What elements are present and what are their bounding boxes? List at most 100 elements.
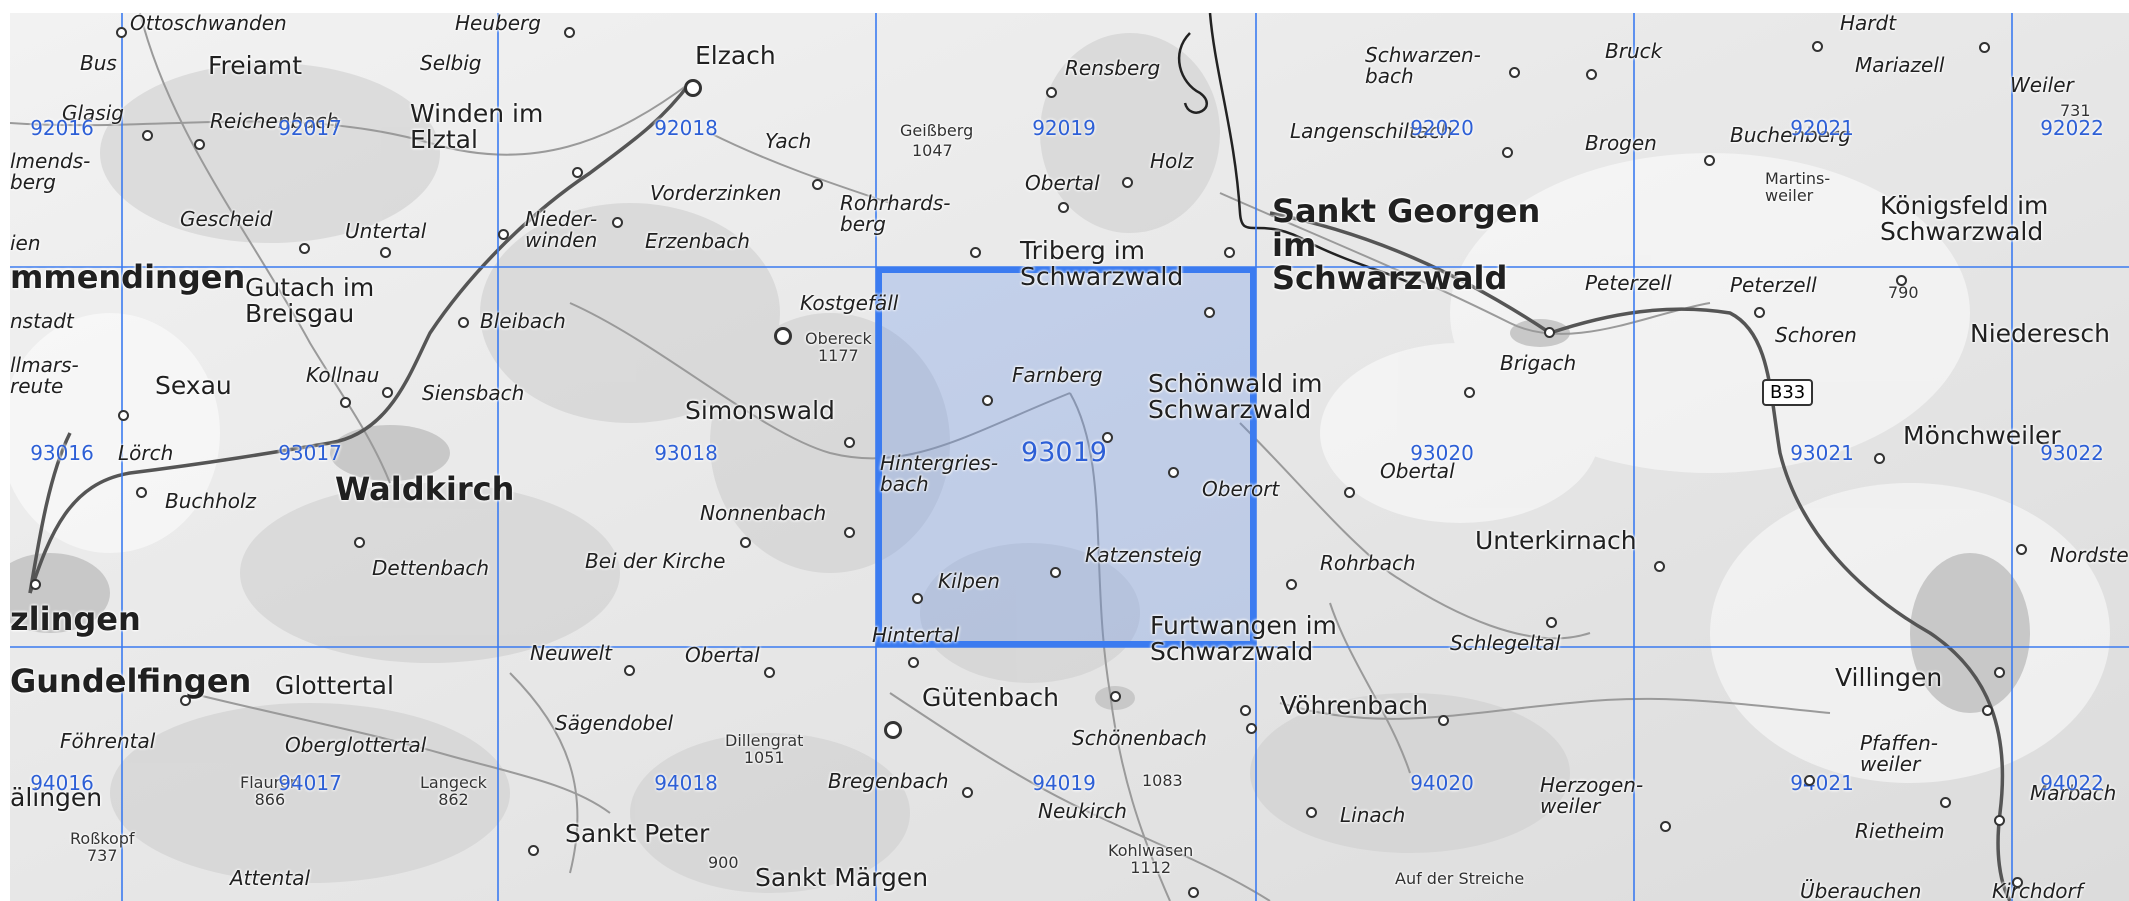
place-marker [142,130,153,141]
grid-cell-label-94022[interactable]: 94022 [2040,771,2104,795]
place-label-saegendobel: Sägendobel [555,711,674,735]
grid-cell-label-92016[interactable]: 92016 [30,116,94,140]
place-label-elev731: 731 [2060,101,2091,120]
place-label-foehrental: Föhrental [60,729,156,753]
place-marker [844,527,855,538]
place-marker [1306,807,1317,818]
place-marker [1874,453,1885,464]
grid-cell-label-92022[interactable]: 92022 [2040,116,2104,140]
place-marker [962,787,973,798]
place-label-pfaffenweiler: Pfaffen- weiler [1860,731,1938,776]
place-label-linach: Linach [1340,803,1406,827]
place-label-oberglottertal: Oberglottertal [285,733,427,757]
place-label-kilpen: Kilpen [938,569,1000,593]
place-marker [299,243,310,254]
place-marker [382,387,393,398]
place-label-heuberg: Heuberg [455,13,541,35]
place-label-glasig: Glasig [62,101,124,125]
place-marker [1168,467,1179,478]
grid-cell-label-93020[interactable]: 93020 [1410,441,1474,465]
place-label-neukirch: Neukirch [1038,799,1127,823]
place-label-winden: Winden im Elztal [410,99,544,155]
place-label-marbach: Marbach [2030,781,2117,805]
place-marker [1654,561,1665,572]
place-label-zlingen: zlingen [10,600,141,638]
place-marker [1982,705,1993,716]
place-marker [2012,877,2023,888]
place-marker [528,845,539,856]
place-marker [1122,177,1133,188]
place-marker [1704,155,1715,166]
place-label-schlegeltal: Schlegeltal [1450,631,1561,655]
place-marker [136,487,147,498]
place-label-hintergriesbach: Hintergries- bach [880,451,999,496]
grid-cell-label-92019[interactable]: 92019 [1032,116,1096,140]
place-marker [2016,544,2027,555]
grid-cell-label-92018[interactable]: 92018 [654,116,718,140]
grid-cell-label-92017[interactable]: 92017 [278,116,342,140]
place-marker [1979,42,1990,53]
place-label-beiderkirche: Bei der Kirche [585,549,726,573]
place-marker [1812,41,1823,52]
place-label-attental: Attental [230,866,310,890]
place-label-katzensteig: Katzensteig [1085,543,1202,567]
place-label-elev900: 900 [708,853,739,872]
grid-cell-label-93017[interactable]: 93017 [278,441,342,465]
place-marker [774,327,792,345]
place-label-geissberg: Geißberg [900,121,974,140]
place-marker [1204,307,1215,318]
place-marker [30,579,41,590]
place-label-gescheid: Gescheid [180,207,273,231]
place-label-loerch: Lörch [118,441,174,465]
place-marker [1660,821,1671,832]
grid-cell-label-93019[interactable]: 93019 [1021,437,1107,468]
place-marker [982,395,993,406]
place-marker [612,217,623,228]
place-label-elev1083: 1083 [1142,771,1183,790]
place-marker [340,397,351,408]
place-marker [1102,432,1113,443]
grid-cell-label-94016[interactable]: 94016 [30,771,94,795]
place-marker [1804,775,1815,786]
place-label-ottoschwanden: Ottoschwanden [130,13,287,35]
grid-cell-label-94020[interactable]: 94020 [1410,771,1474,795]
place-marker [1464,387,1475,398]
place-label-elev790: 790 [1888,283,1919,302]
place-marker [458,317,469,328]
grid-cell-label-93022[interactable]: 93022 [2040,441,2104,465]
grid-cell-label-93021[interactable]: 93021 [1790,441,1854,465]
road-shield-b33: B33 [1762,379,1814,406]
place-marker [354,537,365,548]
place-marker [1286,579,1297,590]
grid-cell-label-94019[interactable]: 94019 [1032,771,1096,795]
place-label-simonswald: Simonswald [685,396,835,425]
place-marker [1224,247,1235,258]
grid-cell-label-94021[interactable]: 94021 [1790,771,1854,795]
place-label-flauren: Flauren 866 [240,773,300,809]
place-marker [1058,202,1069,213]
grid-cell-label-93016[interactable]: 93016 [30,441,94,465]
place-label-schoenenbach: Schönenbach [1072,726,1207,750]
grid-cell-label-94017[interactable]: 94017 [278,771,342,795]
grid-cell-label-92020[interactable]: 92020 [1410,116,1474,140]
place-marker [1546,617,1557,628]
place-label-rosskopf: Roßkopf 737 [70,829,135,865]
place-label-kollnau: Kollnau [306,363,380,387]
grid-cell-label-94018[interactable]: 94018 [654,771,718,795]
place-label-ien: ien [10,231,41,255]
grid-cell-label-93018[interactable]: 93018 [654,441,718,465]
selected-grid-cell[interactable] [876,267,1256,647]
place-marker [844,437,855,448]
place-label-ueberauchen: Überauchen [1800,879,1922,901]
place-marker [564,27,575,38]
grid-cell-label-92021[interactable]: 92021 [1790,116,1854,140]
place-label-furtwangen: Furtwangen im Schwarzwald [1150,611,1337,667]
place-marker [970,247,981,258]
place-label-vorderzinken: Vorderzinken [650,181,782,205]
place-label-martinsweiler: Martins- weiler [1765,169,1831,205]
place-label-buchenberg: Buchenberg [1730,123,1851,147]
place-label-triberg: Triberg im Schwarzwald [1020,236,1184,292]
place-label-glottertal: Glottertal [275,671,394,700]
place-marker [884,721,902,739]
